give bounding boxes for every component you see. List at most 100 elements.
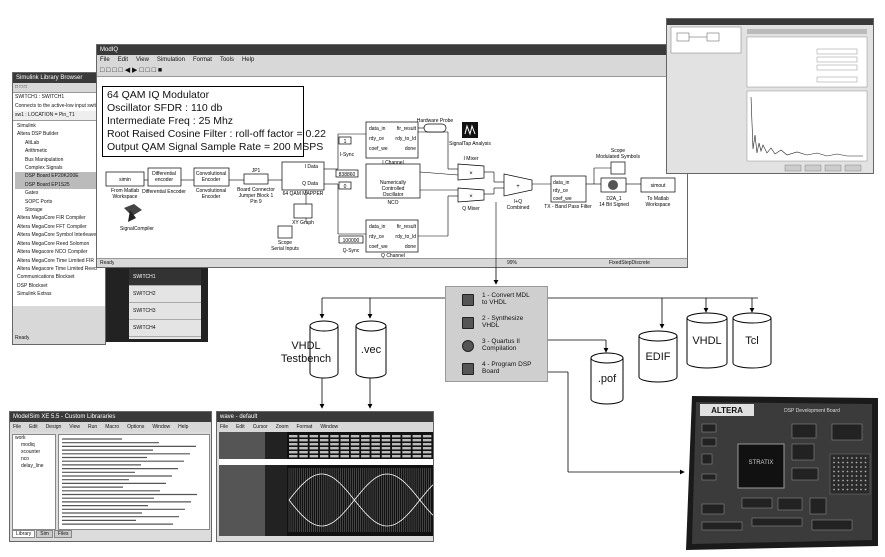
const-freq-block[interactable]	[335, 169, 359, 178]
wave-title: wave - default	[217, 412, 433, 422]
library-tree-item[interactable]: Altera MegaCore FIR Compiler	[17, 215, 86, 222]
library-tree-item[interactable]: Arithmetic	[25, 148, 48, 155]
menu-item[interactable]: File	[13, 424, 22, 430]
modelsim-tree-item[interactable]: work	[15, 435, 26, 441]
wave-bus-segment	[381, 443, 391, 446]
menu-item[interactable]: Help	[178, 424, 189, 430]
q-mixer-block[interactable]	[457, 187, 485, 203]
qam-mapper-block[interactable]	[281, 161, 325, 191]
library-tree-item[interactable]: Altera Megacore NCO Compiler	[17, 249, 88, 256]
library-tree-item[interactable]: Communications Blockset	[17, 274, 75, 281]
library-tree-item[interactable]: DSP Blockset	[17, 282, 48, 289]
xy-graph-block[interactable]	[293, 203, 313, 219]
fir-port: done	[405, 244, 416, 250]
convolutional-encoder-block[interactable]	[193, 167, 230, 187]
library-tree-item[interactable]: Simulink Extras	[17, 291, 52, 298]
library-tree-item[interactable]: AltLab	[25, 139, 40, 146]
jp1-connector-block[interactable]	[243, 173, 269, 185]
const-0-block[interactable]	[338, 181, 352, 190]
i-mixer-block[interactable]	[457, 163, 485, 181]
menu-item[interactable]: Tools	[219, 57, 234, 63]
switch-list-item[interactable]: SWITCH4	[129, 320, 201, 337]
menu-item[interactable]: Window	[320, 424, 339, 430]
menu-item[interactable]: Help	[241, 57, 255, 63]
wave-bus-segment	[350, 455, 360, 458]
menu-item[interactable]: View	[136, 57, 149, 63]
menu-item[interactable]: Macro	[105, 424, 120, 430]
menu-item[interactable]: Zoom	[275, 424, 289, 430]
menu-item[interactable]: Run	[88, 424, 98, 430]
fir-port: coef_we	[553, 196, 572, 202]
modulated-scope-block[interactable]	[610, 161, 626, 175]
library-tree-item[interactable]: Bus Manipulation	[25, 156, 64, 163]
modelsim-tree-item[interactable]: nco	[21, 456, 30, 462]
i-channel-fir-block[interactable]	[365, 121, 419, 159]
modelsim-tab[interactable]: Library	[12, 530, 36, 538]
wave-bus-segment	[299, 443, 308, 446]
modelsim-tree-item[interactable]: xcounter	[21, 449, 41, 455]
menu-item[interactable]: Edit	[236, 424, 245, 430]
bandpass-filter-block[interactable]	[550, 175, 587, 203]
library-tree-item[interactable]: Altera MegaCore FFT Compiler	[17, 223, 87, 230]
board-pin	[846, 457, 849, 459]
switch-list-item[interactable]: SWITCH3	[129, 303, 201, 320]
modelsim-tree-item[interactable]: delay_line	[21, 463, 44, 469]
nco-label: NCO	[387, 200, 398, 206]
switch-list-item[interactable]: SWITCH1	[129, 269, 201, 286]
menu-item[interactable]: Cursor	[252, 424, 268, 430]
menu-item[interactable]: Format	[192, 57, 212, 63]
menu-item[interactable]: Options	[127, 424, 145, 430]
to-workspace-block[interactable]	[640, 177, 676, 193]
menu-item[interactable]: Window	[152, 424, 171, 430]
modelsim-menubar: File Edit Design View Run Macro Options Window H…	[10, 422, 211, 432]
modelsim-tab[interactable]: Files	[53, 530, 73, 538]
switch-list-item[interactable]: SWITCH2	[129, 286, 201, 303]
library-tree-item[interactable]: Altera MegaCore Reed Solomon	[17, 240, 90, 247]
fir-port: rdy_to_ld	[395, 234, 416, 240]
library-tree-item[interactable]: Simulink	[17, 123, 36, 129]
dac-icon	[608, 180, 618, 190]
differential-encoder-block[interactable]	[147, 167, 182, 187]
library-tree-item[interactable]: SOPC Ports	[25, 198, 53, 205]
serial-scope-block[interactable]	[277, 225, 293, 239]
library-tree-item[interactable]: Complex Signals	[25, 165, 63, 172]
menu-item[interactable]: File	[100, 57, 110, 63]
menu-item[interactable]: File	[220, 424, 229, 430]
menu-item[interactable]: Simulation	[156, 57, 185, 63]
modelsim-tab[interactable]: Sim	[36, 530, 53, 538]
board-pin	[833, 470, 835, 473]
const-100000-block[interactable]	[338, 235, 364, 244]
board-pin	[837, 488, 840, 491]
nco-block[interactable]	[365, 163, 421, 199]
wave-bus-segment	[381, 447, 391, 450]
selected-block-name: SWITCH1 : SWITCH1	[13, 93, 105, 102]
menu-item[interactable]: Edit	[29, 424, 38, 430]
library-tree-item[interactable]: Altera Megacore Time Limited Reed	[17, 265, 97, 272]
library-tree-item[interactable]: Altera DSP Builder	[17, 131, 59, 138]
library-tree-item[interactable]: DSP Board EP1S25	[15, 180, 103, 190]
fir-port: coef_we	[369, 146, 388, 152]
from-workspace-block[interactable]	[105, 171, 145, 187]
board-pin	[851, 466, 853, 468]
menu-item[interactable]: Edit	[117, 57, 129, 63]
menu-item[interactable]: Design	[45, 424, 62, 430]
const-1-block[interactable]	[338, 136, 352, 145]
hardware-probe-block[interactable]	[423, 123, 447, 133]
library-tree-item[interactable]: Altera MegaCore Time Limited FIR	[17, 257, 94, 264]
library-tree-item[interactable]: Storage	[25, 207, 43, 214]
library-tree-item[interactable]: DSP Board EP20K200E	[15, 172, 103, 181]
iq-adder-block[interactable]	[503, 173, 533, 197]
library-tree-item[interactable]: Gates	[25, 190, 39, 197]
q-channel-fir-block[interactable]	[365, 219, 419, 253]
menu-item[interactable]: View	[69, 424, 81, 430]
board-pin	[837, 470, 840, 473]
board-pin	[860, 457, 862, 459]
menu-item[interactable]: Format	[296, 424, 313, 430]
library-tree-item[interactable]: Altera MegaCore Symbol Interleaver	[17, 232, 98, 239]
modelsim-tree-item[interactable]: modiq	[21, 442, 35, 448]
